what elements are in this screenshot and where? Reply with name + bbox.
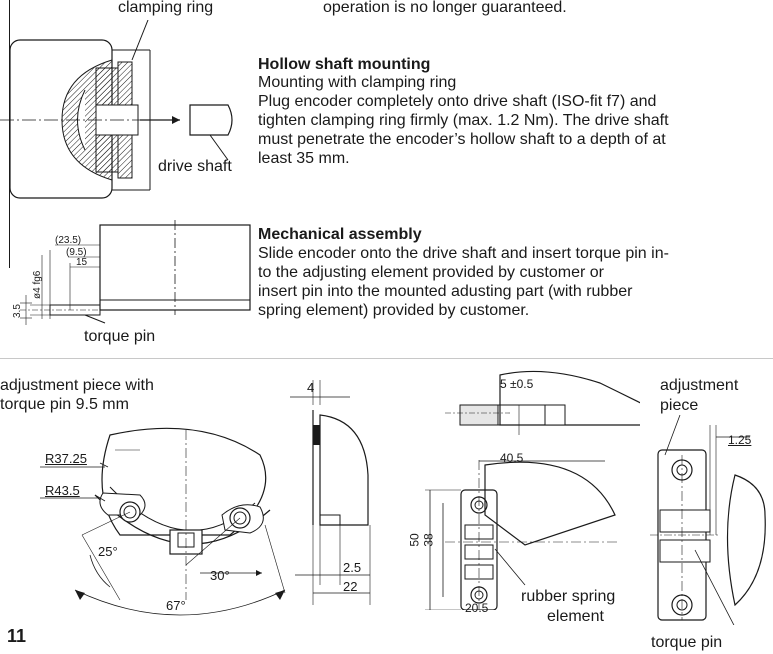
rubber-spring-label-2: element [547,608,604,625]
dim-1-25: 1.25 [728,433,752,447]
dim-38: 38 [421,533,436,547]
rubber-spring-figure [425,370,640,610]
mechanical-line-4: spring element) provided by customer. [258,302,530,319]
side-view-figure [290,380,371,605]
spring-bracket [460,489,498,610]
torque-pin-figure: (23.5) (9.5) 15 ø4 fg6 3.5 [12,220,251,325]
adjustment-piece-figure [40,427,286,616]
dim-15: 15 [76,257,88,268]
dim-20-5: 20.5 [465,601,489,615]
hollow-shaft-figure [0,20,233,199]
rubber-spring-label-1: rubber spring [521,588,616,605]
angle-67: 67° [166,598,186,613]
hollow-shaft-line-4: least 35 mm. [258,150,350,167]
hollow-shaft-heading: Hollow shaft mounting [258,56,431,73]
plate-top-view [484,461,616,546]
hollow-shaft-line-1: Plug encoder completely onto drive shaft… [258,93,657,110]
page-number: 11 [7,626,27,646]
dim-5-tol: 5 ±0.5 [500,377,534,391]
mechanical-heading: Mechanical assembly [258,226,422,243]
mechanical-line-1: Slide encoder onto the drive shaft and i… [258,245,669,262]
side-dim-22: 22 [343,579,358,594]
angle-25: 25° [98,544,118,559]
section-divider [0,358,773,359]
radius-37-25: R37.25 [45,451,87,466]
angle-30: 30° [210,568,230,583]
drive-shaft-drawing [189,104,233,136]
dim-23-5: (23.5) [55,235,81,246]
mechanical-line-2: to the adjusting element provided by cus… [258,264,604,281]
clamping-ring-label: clamping ring [118,0,214,16]
adjustment-piece-label-1: adjustment [660,377,739,394]
drive-shaft-label: drive shaft [158,158,232,175]
hollow-shaft-subheading: Mounting with clamping ring [258,74,457,91]
torque-pin-label: torque pin [84,328,156,345]
side-dim-4: 4 [307,380,315,395]
adjustment-piece-right-figure [650,415,766,625]
adjustment-piece-title-2: torque pin 9.5 mm [0,396,129,413]
hollow-shaft-line-3: must penetrate the encoder’s hollow shaf… [258,131,666,148]
dim-3-5: 3.5 [12,304,23,318]
side-dim-2-5: 2.5 [343,560,362,575]
mechanical-line-3: insert pin into the mounted adusting par… [258,283,633,300]
torque-pin-right-label: torque pin [651,634,723,651]
dim-9-5: (9.5) [66,247,87,258]
adjustment-piece-label-2: piece [660,397,699,414]
adjustment-piece-title-1: adjustment piece with [0,377,154,394]
hollow-shaft-line-2: tighten clamping ring firmly (max. 1.2 N… [258,112,669,129]
radius-43-5: R43.5 [45,483,80,498]
warning-tail-text: operation is no longer guaranteed. [323,0,567,16]
dim-40-5: 40.5 [500,451,524,465]
dim-o4-fg6: ø4 fg6 [32,270,43,299]
encoder-side [319,414,369,526]
